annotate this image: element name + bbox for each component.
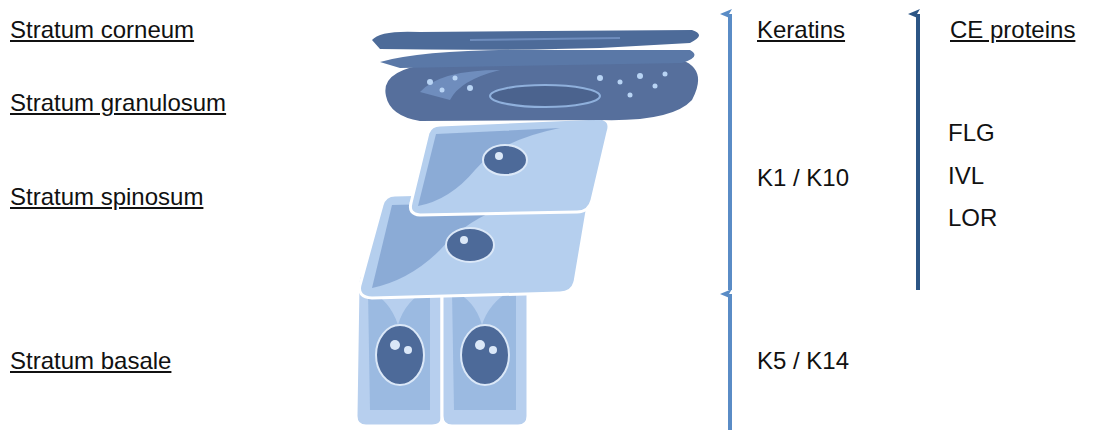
ce-protein-arrow xyxy=(916,14,920,290)
keratin-arrow xyxy=(728,294,732,430)
keratin-pair: K5 / K14 xyxy=(757,347,849,375)
column-heading: CE proteins xyxy=(950,16,1075,44)
protein-name: IVL xyxy=(948,162,984,190)
layer-name: Stratum spinosum xyxy=(10,183,203,211)
layer-name: Stratum corneum xyxy=(10,16,194,44)
granular-cell xyxy=(385,60,698,121)
column-heading: Keratins xyxy=(757,16,845,44)
protein-name: FLG xyxy=(948,119,995,147)
corneocytes xyxy=(372,30,699,68)
layer-name: Stratum basale xyxy=(10,347,171,375)
keratin-pair: K1 / K10 xyxy=(757,164,849,192)
keratin-arrow xyxy=(728,14,732,290)
spinous-cells xyxy=(360,118,610,298)
layer-name: Stratum granulosum xyxy=(10,89,226,117)
protein-name: LOR xyxy=(948,204,997,232)
